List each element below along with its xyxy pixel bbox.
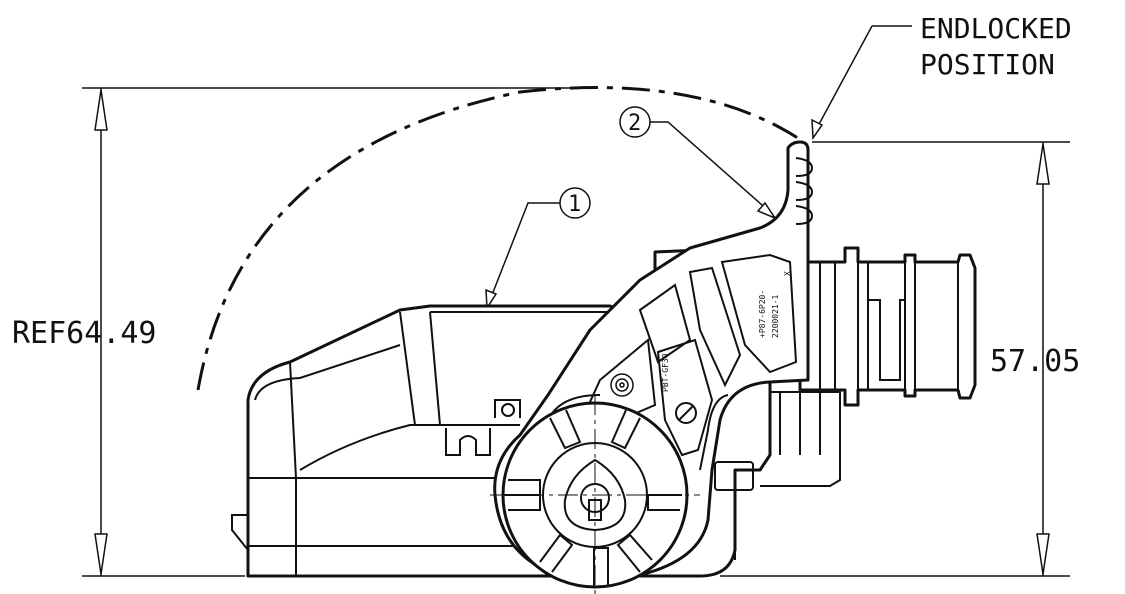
material-mark: [610, 373, 634, 397]
mating-end-details: [819, 262, 959, 390]
part-marking-line2: 2200021-1: [771, 294, 780, 338]
ref-height-label: REF64.49: [12, 316, 157, 351]
height-dimension: [720, 141, 1070, 577]
endlocked-label-line2: POSITION: [920, 48, 1055, 81]
screw-symbol: [675, 402, 697, 424]
svg-text:1: 1: [568, 192, 581, 217]
material-code: PBT-GF30: [661, 353, 670, 392]
connector-details: [231, 252, 841, 576]
endlocked-label-line1: ENDLOCKED: [920, 12, 1072, 45]
svg-text:2: 2: [628, 111, 641, 136]
reference-height-dimension: [82, 87, 590, 577]
lever-swing-arc: [196, 86, 805, 391]
height-label: 57.05: [990, 344, 1080, 379]
balloon-1: 1: [485, 187, 591, 311]
balloon-2: 2: [619, 106, 777, 220]
part-marking-x: X: [783, 271, 792, 276]
mating-end: [798, 246, 977, 407]
part-marking-line1: +P87-6P20-: [758, 290, 767, 338]
endlocked-leader: [811, 25, 912, 141]
cam-gear-details: [490, 395, 700, 594]
